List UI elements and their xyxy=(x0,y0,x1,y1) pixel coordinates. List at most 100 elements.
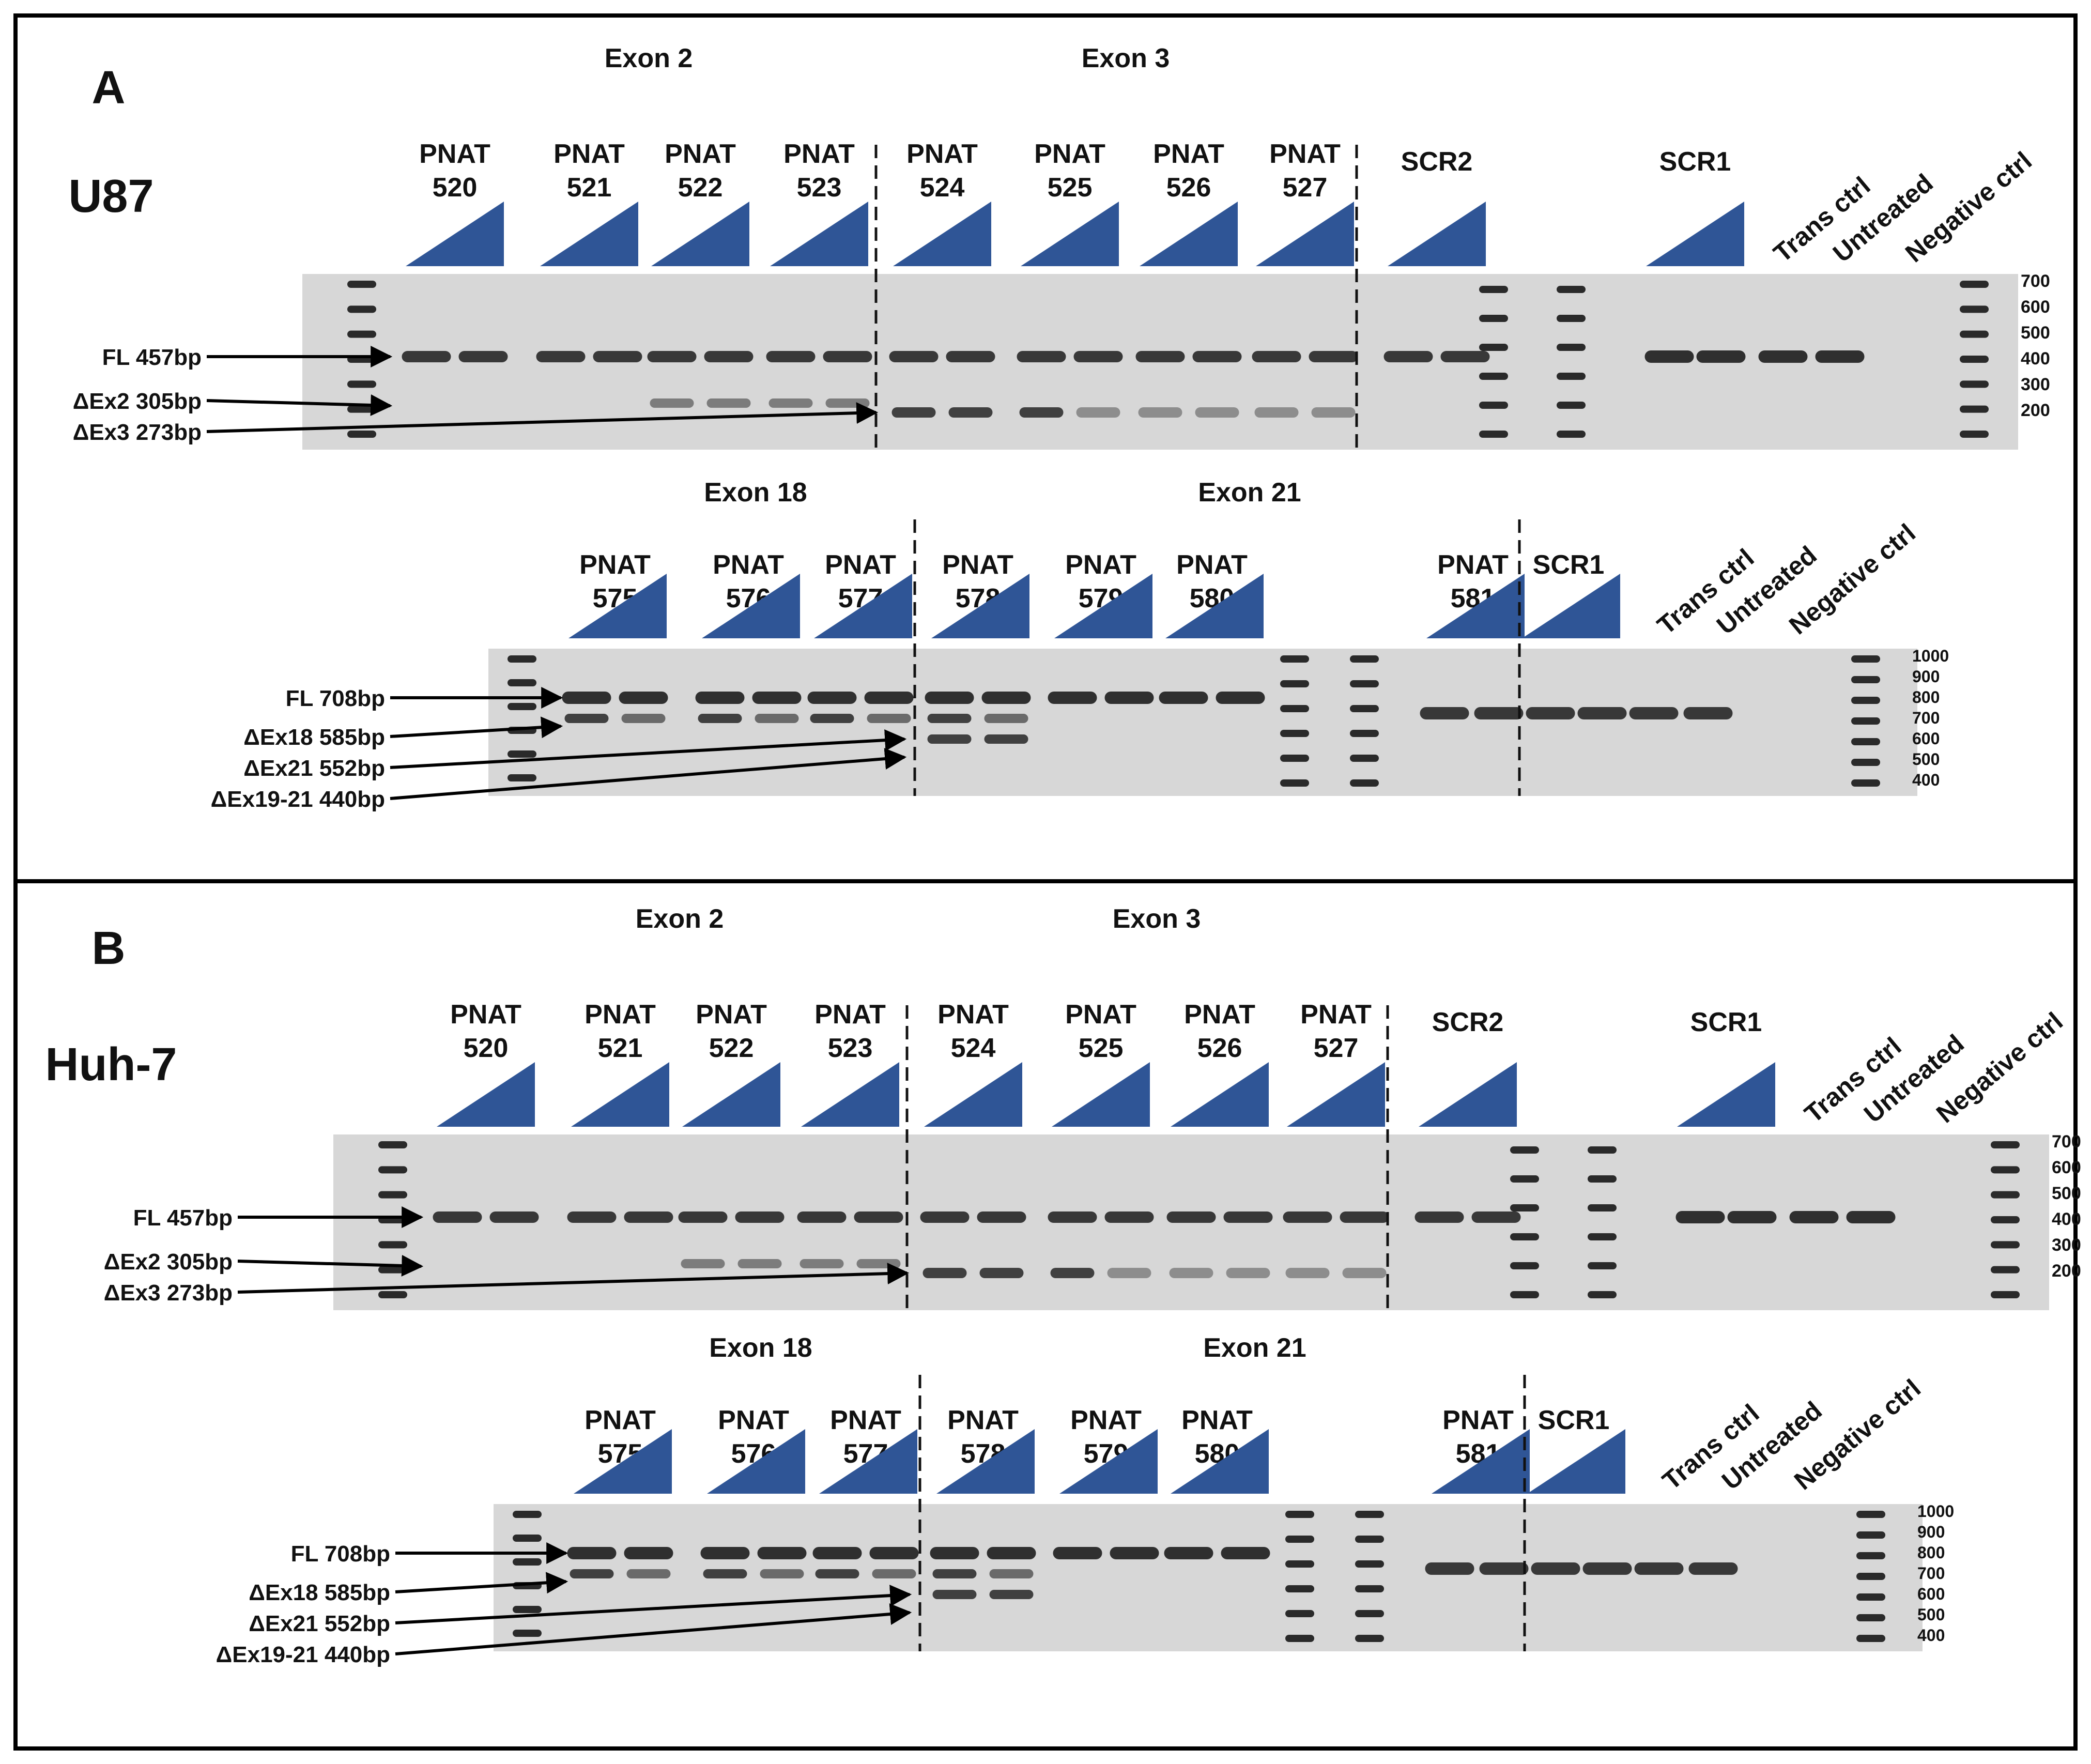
panel-a-top-ladder-size: 200 xyxy=(2021,401,2050,420)
panel-a-bottom-band-fl-ctrl xyxy=(1474,707,1524,719)
panel-a-top-group-number-2: 522 xyxy=(678,173,723,203)
panel-a-top-band-dex3 xyxy=(948,407,993,418)
panel-a-top-conc-wedge-8 xyxy=(1388,202,1486,266)
panel-a-top-band-dex3 xyxy=(1195,407,1239,418)
panel-b-top-band-dex2 xyxy=(681,1259,725,1268)
panel-a-bottom-ladder-lane xyxy=(1280,705,1309,712)
panel-a-top-band-dex3 xyxy=(1138,407,1182,418)
panel-a-top-ladder-lane xyxy=(1960,405,1989,413)
panel-a-bottom-ladder-lane xyxy=(1350,655,1379,663)
panel-b-bottom-band-fl-ctrl xyxy=(1425,1562,1474,1575)
panel-b-bottom-band-fl-ctrl xyxy=(1688,1562,1738,1575)
panel-b-top-ladder-lane xyxy=(1510,1262,1539,1269)
panel-a-top-ladder-lane xyxy=(347,380,376,388)
panel-a-bottom-band-fl-ctrl xyxy=(1629,707,1679,719)
panel-a-top-band-fl xyxy=(1383,351,1433,362)
panel-a-top-band-fl xyxy=(1252,351,1301,362)
panel-a-top-band-fl xyxy=(946,351,995,362)
panel-a-bottom-conc-wedge-4 xyxy=(1054,574,1152,638)
panel-b-top-band-dex3 xyxy=(1169,1268,1213,1278)
panel-a-top-band-dex3 xyxy=(1019,407,1064,418)
panel-b-top-band-fl-ctrl xyxy=(1846,1211,1896,1223)
panel-a-top-conc-wedge-1 xyxy=(540,202,638,266)
panel-b-bottom-ladder-lane xyxy=(1355,1560,1384,1568)
panel-b-bottom-ladder-lane xyxy=(1285,1511,1314,1518)
panel-a-bottom-band-fl xyxy=(1104,692,1154,704)
panel-b-top-band-dex2 xyxy=(856,1259,901,1268)
panel-a-top-ladder-lane xyxy=(1960,281,1989,288)
panel-b-top-group-name-6: PNAT xyxy=(1184,1000,1255,1030)
panel-a-bottom-group-name-1: PNAT xyxy=(713,550,784,580)
panel-a-top-ladder-lane xyxy=(1960,380,1989,388)
panel-b-bottom-ladder-size: 800 xyxy=(1917,1543,1945,1562)
panel-a-top-ladder-lane xyxy=(1479,373,1508,380)
panel-a-bottom-band-dex18 xyxy=(984,714,1028,723)
panel-b-bottom-ladder-lane xyxy=(513,1535,542,1542)
panel-a-top-ladder-lane xyxy=(347,281,376,288)
panel-a-top-ladder-lane xyxy=(347,330,376,338)
panel-b-bottom-group-name-2: PNAT xyxy=(830,1405,901,1435)
panel-b-top-ladder-lane xyxy=(378,1166,407,1174)
panel-b-top-ladder-lane xyxy=(1510,1291,1539,1298)
panel-a-top-band-fl-ctrl xyxy=(1644,350,1694,363)
panel-b-bottom-ladder-lane xyxy=(1355,1585,1384,1592)
panel-b-top-band-fl xyxy=(433,1211,482,1223)
panel-a-top-ladder-lane xyxy=(1960,305,1989,313)
panel-b-top-band-fl xyxy=(567,1211,617,1223)
panel-a-bottom-ladder-lane xyxy=(1280,755,1309,762)
panel-b-bottom-ladder-lane xyxy=(513,1630,542,1637)
panel-b-top-ladder-size: 400 xyxy=(2052,1209,2081,1229)
panel-b-top-ladder-lane xyxy=(1991,1216,2020,1223)
panel-b-top-band-dex2 xyxy=(737,1259,782,1268)
panel-a-top-ladder-lane xyxy=(1960,356,1989,363)
panel-a-top-band-fl xyxy=(536,351,586,362)
panel-b-bottom-group-name-4: PNAT xyxy=(1070,1405,1142,1435)
panel-b-top-ladder-lane xyxy=(1588,1291,1617,1298)
panel-b-bottom-exon18-header: Exon 18 xyxy=(709,1333,812,1363)
panel-b-cell-line: Huh-7 xyxy=(45,1039,177,1091)
panel-a-top-band-fl xyxy=(1073,351,1123,362)
panel-b-top-ladder-size: 300 xyxy=(2052,1235,2081,1255)
panel-b-top-ladder-lane xyxy=(1588,1146,1617,1154)
panel-b-top-ladder-lane xyxy=(1588,1233,1617,1240)
panel-a-bottom-group-name-2: PNAT xyxy=(825,550,896,580)
panel-b-top-conc-wedge-7 xyxy=(1287,1062,1385,1127)
panel-b-bottom-conc-wedge-7 xyxy=(1527,1429,1625,1494)
panel-a-top-conc-wedge-9 xyxy=(1646,202,1744,266)
panel-b-top-conc-wedge-6 xyxy=(1171,1062,1269,1127)
panel-b-top-ladder-lane xyxy=(1588,1262,1617,1269)
panel-b-bottom-band-fl xyxy=(812,1547,862,1559)
panel-b-bottom-ladder-lane xyxy=(1856,1531,1885,1539)
panel-a-bottom-ladder-lane xyxy=(508,750,536,758)
panel-a-bottom-ladder-size: 700 xyxy=(1912,709,1940,727)
panel-b-top-group-name-8: SCR2 xyxy=(1432,1007,1504,1037)
panel-a-bottom-band-fl-ctrl xyxy=(1683,707,1733,719)
panel-b-bottom-arrow-dex18 xyxy=(395,1572,568,1594)
panel-a-top-group-name-6: PNAT xyxy=(1153,139,1224,169)
panel-a-bottom-band-dex18 xyxy=(698,714,742,723)
panel-b-bottom-ladder-lane xyxy=(1285,1560,1314,1568)
panel-b-bottom-ladder-lane xyxy=(1355,1536,1384,1543)
panel-a-top-band-fl xyxy=(704,351,754,362)
panel-a-top-conc-wedge-5 xyxy=(1021,202,1119,266)
panel-a-top-ladder-size: 700 xyxy=(2021,271,2050,291)
panel-a-top-exon3-header: Exon 3 xyxy=(1082,43,1170,73)
panel-a-bottom-ladder-lane xyxy=(1851,697,1880,704)
panel-b-bottom-band-dex18 xyxy=(570,1569,614,1578)
panel-b-bottom-group-name-7: SCR1 xyxy=(1538,1405,1610,1435)
panel-b-bottom-ladder-size: 1000 xyxy=(1917,1502,1954,1521)
panel-b-frame xyxy=(13,879,2078,1751)
panel-a-top-arrow-dex2 xyxy=(206,394,393,416)
panel-b-bottom-ladder-lane xyxy=(1856,1573,1885,1580)
panel-a-top-band-fl xyxy=(766,351,816,362)
panel-a-top-band-dex3 xyxy=(1254,407,1299,418)
panel-a-top-ladder-lane xyxy=(1479,344,1508,351)
panel-b-bottom-band-fl-ctrl xyxy=(1582,1562,1632,1575)
panel-a-top-arrow-dex3 xyxy=(206,402,879,433)
panel-a-top-ladder-lane xyxy=(1960,330,1989,338)
panel-a-bottom-group-name-3: PNAT xyxy=(942,550,1013,580)
panel-b-top-ladder-lane xyxy=(1991,1141,2020,1148)
panel-b-top-group-name-9: SCR1 xyxy=(1690,1007,1762,1037)
panel-a-bottom-band-dex18 xyxy=(867,714,911,723)
panel-a-bottom-ladder-lane xyxy=(1280,779,1309,787)
